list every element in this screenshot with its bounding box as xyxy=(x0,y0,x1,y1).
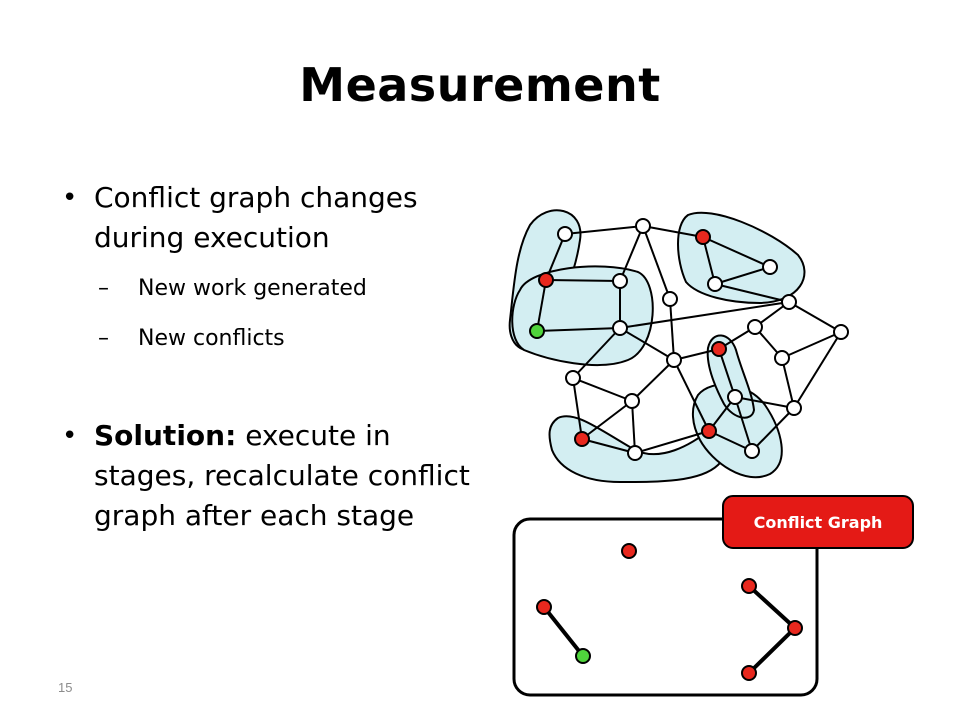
bullet-list: • Conflict graph changes during executio… xyxy=(60,178,480,536)
graph-edge xyxy=(572,327,621,379)
graph-nodes xyxy=(529,218,849,461)
graph-node-conflict xyxy=(538,272,554,288)
conflict-node xyxy=(741,665,757,681)
graph-node xyxy=(662,291,678,307)
graph-node xyxy=(744,443,760,459)
graph-edge xyxy=(702,236,716,285)
graph-edge xyxy=(619,327,675,361)
graph-edge xyxy=(734,396,795,409)
graph-edge xyxy=(781,357,795,409)
graph-edges xyxy=(536,225,842,454)
graph-edge xyxy=(572,377,633,402)
sub-bullet-item: – New work generated xyxy=(60,264,480,314)
conflict-graph-label: Conflict Graph xyxy=(754,513,883,532)
graph-edge xyxy=(751,407,795,452)
sub-bullet-item: – New conflicts xyxy=(60,314,480,364)
graph-node-conflict xyxy=(711,341,727,357)
graph-node-conflict xyxy=(574,431,590,447)
conflict-edge xyxy=(542,605,585,658)
graph-edge xyxy=(734,396,753,452)
graph-edge xyxy=(631,359,675,402)
graph-node xyxy=(707,276,723,292)
bullet-text: Conflict graph changes during execution xyxy=(94,181,418,254)
graph-edge xyxy=(781,331,842,359)
graph-edge xyxy=(642,225,671,300)
graph-edge xyxy=(669,298,675,361)
neighborhood-region xyxy=(511,265,654,366)
conflict-node xyxy=(787,620,803,636)
graph-edge xyxy=(564,225,644,235)
graph-node xyxy=(781,294,797,310)
graph-edge xyxy=(619,301,790,329)
graph-edge xyxy=(536,279,547,332)
conflict-node-start xyxy=(575,648,591,664)
conflict-node xyxy=(536,599,552,615)
graph-node-conflict xyxy=(701,423,717,439)
graph-node xyxy=(627,445,643,461)
conflict-edge xyxy=(747,584,797,630)
bullet-bold-prefix: Solution: xyxy=(94,419,237,452)
graph-node xyxy=(727,389,743,405)
graph-node xyxy=(565,370,581,386)
bullet-dot-icon: • xyxy=(62,421,78,451)
conflict-node xyxy=(741,578,757,594)
dash-icon: – xyxy=(98,326,109,351)
bullet-item: • Conflict graph changes during executio… xyxy=(60,178,480,258)
graph-edge xyxy=(793,331,842,409)
slide-title: Measurement xyxy=(299,58,661,112)
graph-edge xyxy=(581,400,633,440)
graph-edge xyxy=(631,400,636,454)
conflict-graph-label-box xyxy=(722,495,914,549)
graph-edge xyxy=(572,377,583,440)
graph-node xyxy=(635,218,651,234)
graph-node-conflict xyxy=(695,229,711,245)
graph-edge xyxy=(714,283,790,303)
graph-node xyxy=(612,273,628,289)
graph-edge xyxy=(536,327,621,332)
sub-bullet-text: New work generated xyxy=(138,276,367,301)
conflict-edges xyxy=(542,584,797,675)
graph-edge xyxy=(718,348,736,398)
graph-edge xyxy=(788,301,842,333)
graph-node xyxy=(612,320,628,336)
graph-edge xyxy=(545,279,621,282)
conflict-node xyxy=(621,543,637,559)
conflict-nodes xyxy=(536,543,803,681)
graph-node xyxy=(786,400,802,416)
bullet-item: • Solution: execute in stages, recalcula… xyxy=(60,416,480,536)
dash-icon: – xyxy=(98,276,109,301)
bullet-dot-icon: • xyxy=(62,183,78,213)
graph-edge xyxy=(673,359,710,432)
graph-edge xyxy=(545,233,566,281)
graph-node xyxy=(774,350,790,366)
conflict-graph-panel xyxy=(512,517,819,697)
page-number: 15 xyxy=(58,680,73,695)
graph-node xyxy=(557,226,573,242)
graph-edge xyxy=(581,438,636,454)
graph-edge xyxy=(642,225,704,238)
conflict-edge xyxy=(747,626,797,675)
graph-node xyxy=(762,259,778,275)
graph-node-start xyxy=(529,323,545,339)
bullet-text: execute in stages, recalculate conflict … xyxy=(94,419,470,532)
graph-edge xyxy=(714,266,771,285)
graph-edge xyxy=(619,225,644,282)
graph-node xyxy=(833,324,849,340)
graph-edge xyxy=(702,236,771,268)
graph-node xyxy=(624,393,640,409)
graph-edge xyxy=(634,430,710,454)
sub-bullet-text: New conflicts xyxy=(138,326,285,351)
graph-node xyxy=(666,352,682,368)
graph-node xyxy=(747,319,763,335)
